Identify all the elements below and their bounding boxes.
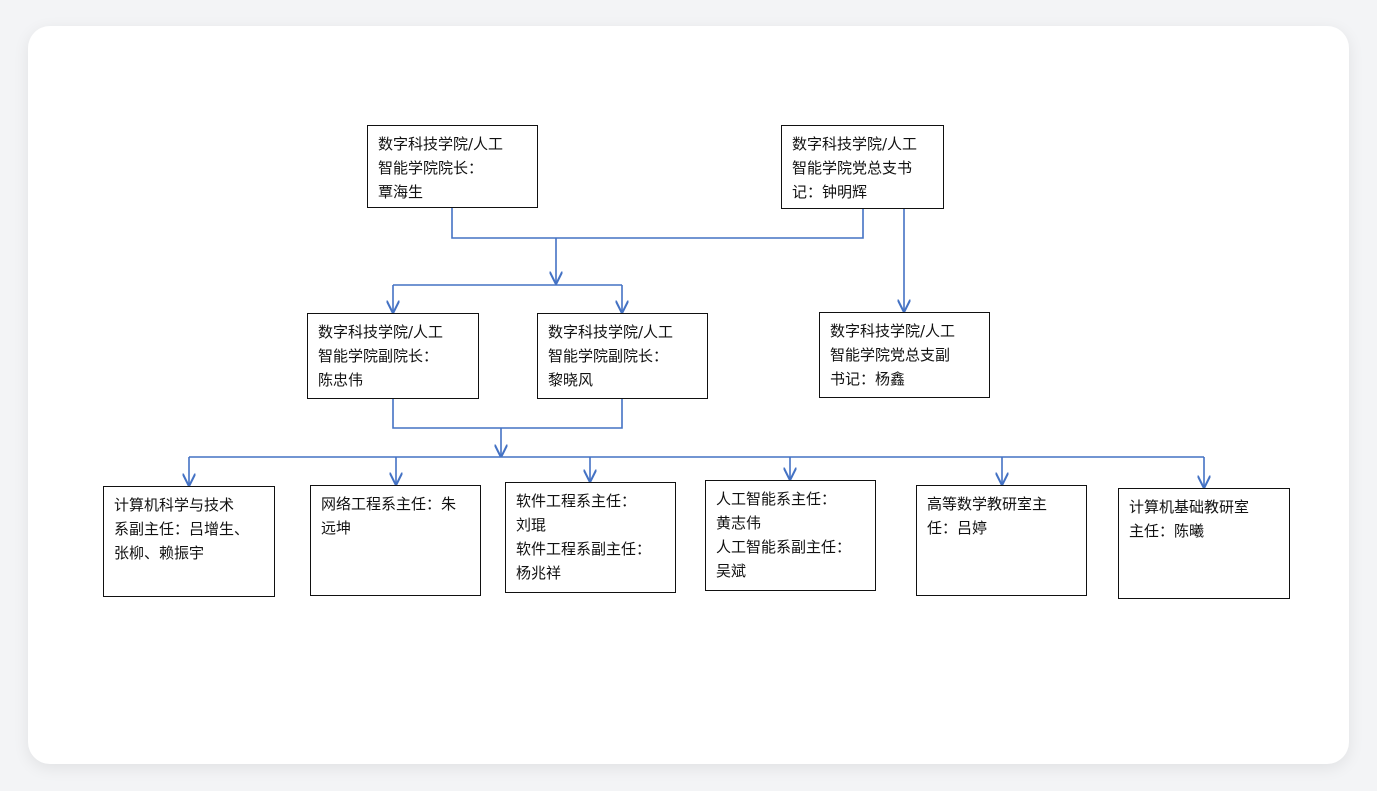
node-line: 陈忠伟 [318, 371, 364, 389]
node-vice-dean-2: 数字科技学院/人工 智能学院副院长： 黎晓风 [537, 313, 708, 399]
node-line: 主任：陈曦 [1129, 522, 1205, 540]
node-party-secretary: 数字科技学院/人工 智能学院党总支书 记：钟明辉 [781, 125, 944, 209]
node-line: 张柳、赖振宇 [114, 544, 205, 562]
node-software-engineering-dept: 软件工程系主任： 刘琨 软件工程系副主任： 杨兆祥 [505, 482, 676, 593]
node-line: 智能学院党总支书 [792, 159, 913, 177]
node-line: 覃海生 [378, 183, 424, 201]
node-line: 吴斌 [716, 562, 747, 580]
node-line: 数字科技学院/人工 [318, 323, 444, 341]
node-line: 计算机基础教研室 [1129, 498, 1250, 516]
node-line: 刘琨 [516, 516, 547, 534]
node-network-engineering-dept: 网络工程系主任：朱 远坤 [310, 485, 481, 596]
node-line: 远坤 [321, 519, 352, 537]
node-line: 数字科技学院/人工 [792, 135, 918, 153]
node-line: 任：吕婷 [927, 519, 988, 537]
node-computer-basics-office: 计算机基础教研室 主任：陈曦 [1118, 488, 1290, 599]
node-vice-dean-1: 数字科技学院/人工 智能学院副院长： 陈忠伟 [307, 313, 479, 399]
node-computer-science-dept: 计算机科学与技术 系副主任：吕增生、 张柳、赖振宇 [103, 486, 275, 597]
node-advanced-math-office: 高等数学教研室主 任：吕婷 [916, 485, 1087, 596]
node-line: 黄志伟 [716, 514, 762, 532]
node-deputy-party-secretary: 数字科技学院/人工 智能学院党总支副 书记：杨鑫 [819, 312, 990, 398]
node-line: 智能学院副院长： [318, 347, 439, 365]
node-line: 记：钟明辉 [792, 183, 868, 201]
node-line: 系副主任：吕增生、 [114, 520, 250, 538]
node-line: 智能学院副院长： [548, 347, 669, 365]
node-line: 软件工程系副主任： [516, 540, 652, 558]
node-line: 高等数学教研室主 [927, 495, 1048, 513]
node-line: 软件工程系主任： [516, 492, 637, 510]
node-line: 数字科技学院/人工 [830, 322, 956, 340]
node-line: 数字科技学院/人工 [548, 323, 674, 341]
node-line: 人工智能系副主任： [716, 538, 852, 556]
node-line: 数字科技学院/人工 [378, 135, 504, 153]
node-ai-dept: 人工智能系主任： 黄志伟 人工智能系副主任： 吴斌 [705, 480, 876, 591]
node-dean: 数字科技学院/人工 智能学院院长： 覃海生 [367, 125, 538, 208]
node-line: 网络工程系主任：朱 [321, 495, 457, 513]
node-line: 计算机科学与技术 [114, 496, 235, 514]
node-line: 杨兆祥 [516, 564, 562, 582]
node-line: 黎晓风 [548, 371, 594, 389]
node-line: 智能学院院长： [378, 159, 484, 177]
node-line: 书记：杨鑫 [830, 370, 906, 388]
node-line: 人工智能系主任： [716, 490, 837, 508]
node-line: 智能学院党总支副 [830, 346, 951, 364]
